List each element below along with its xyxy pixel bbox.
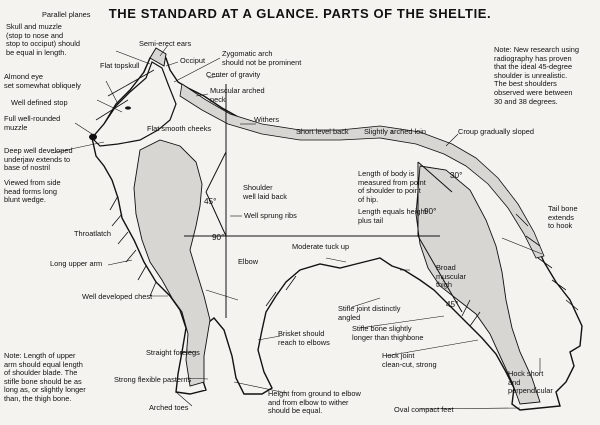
- label-short-level-back: Short level back: [296, 127, 349, 136]
- label-shoulder-laid-back: Shoulder well laid back: [243, 183, 287, 201]
- label-angle-shoulder-45: 45°: [204, 197, 217, 206]
- label-zygomatic-arch: Zygomatic arch should not be prominent: [222, 49, 302, 67]
- fur-strokes: [109, 195, 579, 327]
- upper-arm-line: [205, 191, 227, 237]
- label-almond-eye: Almond eye set somewhat obliquely: [4, 72, 81, 90]
- head-shape: [91, 61, 177, 147]
- label-flat-smooth-cheeks: Flat smooth cheeks: [147, 124, 212, 133]
- note-bottom-left: Note: Length of upper arm should equal l…: [4, 351, 86, 403]
- parallel-plane-skull: [107, 69, 155, 97]
- nose: [89, 133, 97, 141]
- label-head-blunt-wedge: Viewed from side head forms long blunt w…: [4, 178, 61, 205]
- label-brisket: Brisket should reach to elbows: [278, 329, 330, 347]
- label-withers: Withers: [254, 115, 280, 124]
- leader-lines: [51, 44, 543, 410]
- note-top-right: Note: New research using radiography has…: [494, 45, 580, 106]
- label-stifle-joint: Stifle joint distinctly angled: [338, 304, 401, 322]
- label-slightly-arched-loin: Slightly arched loin: [364, 127, 427, 136]
- label-length-equals-height: Length equals height plus tail: [358, 207, 427, 225]
- label-hock-short: Hock short and perpendicular: [508, 369, 553, 396]
- label-elbow: Elbow: [238, 257, 259, 266]
- label-stifle-bone: Stifle bone slightly longer than thighbo…: [352, 324, 424, 342]
- label-semi-erect-ears: Semi-erect ears: [139, 39, 192, 48]
- shoulder-blade-line: [205, 151, 227, 193]
- pelvis-line: [417, 161, 453, 193]
- label-hock-joint: Hock joint clean-cut, strong: [382, 351, 437, 369]
- label-croup-sloped: Croup gradually sloped: [458, 127, 535, 136]
- label-throatlatch: Throatlatch: [74, 229, 111, 238]
- label-flat-topskull: Flat topskull: [100, 61, 140, 70]
- label-well-defined-stop: Well defined stop: [11, 98, 68, 107]
- label-straight-forelegs: Straight forelegs: [146, 348, 200, 357]
- label-angle-elbow-90: 90°: [212, 233, 225, 242]
- label-center-of-gravity: Center of gravity: [206, 70, 261, 79]
- label-length-of-body: Length of body is measured from point of…: [358, 169, 426, 204]
- label-arched-toes: Arched toes: [149, 403, 189, 412]
- label-oval-feet: Oval compact feet: [394, 405, 454, 414]
- label-well-developed-chest: Well developed chest: [82, 292, 153, 301]
- label-skull-muzzle: Skull and muzzle (stop to nose and stop …: [6, 22, 80, 57]
- spine-band: [179, 83, 545, 259]
- label-broad-thigh: Broad muscular thigh: [436, 263, 466, 290]
- label-angle-hip-90: 90°: [424, 207, 437, 216]
- label-parallel-planes: Parallel planes: [42, 10, 91, 19]
- diagram-title: THE STANDARD AT A GLANCE. PARTS OF THE S…: [108, 6, 492, 21]
- label-angle-pelvis-30: 30°: [450, 171, 463, 180]
- stifle-line: [417, 235, 463, 313]
- label-angle-stifle-45: 45°: [446, 300, 459, 309]
- eye: [125, 106, 131, 110]
- label-long-upper-arm: Long upper arm: [50, 259, 103, 268]
- ear: [149, 47, 167, 67]
- label-occiput: Occiput: [180, 56, 206, 65]
- parallel-plane-muzzle: [95, 99, 129, 121]
- hindquarter-shading: [415, 165, 541, 405]
- label-moderate-tuck-up: Moderate tuck up: [292, 242, 350, 251]
- label-full-muzzle: Full well-rounded muzzle: [4, 114, 61, 132]
- label-well-sprung-ribs: Well sprung ribs: [244, 211, 297, 220]
- label-tail-bone: Tail bone extends to hook: [548, 204, 578, 231]
- label-deep-underjaw: Deep well developed underjaw extends to …: [4, 146, 73, 173]
- label-muscular-arched-neck: Muscular arched neck: [210, 86, 265, 104]
- label-height-ground-elbow: Height from ground to elbow and from elb…: [268, 389, 361, 416]
- label-strong-pasterns: Strong flexible pasterns: [114, 375, 192, 384]
- shoulder-shading: [133, 139, 211, 387]
